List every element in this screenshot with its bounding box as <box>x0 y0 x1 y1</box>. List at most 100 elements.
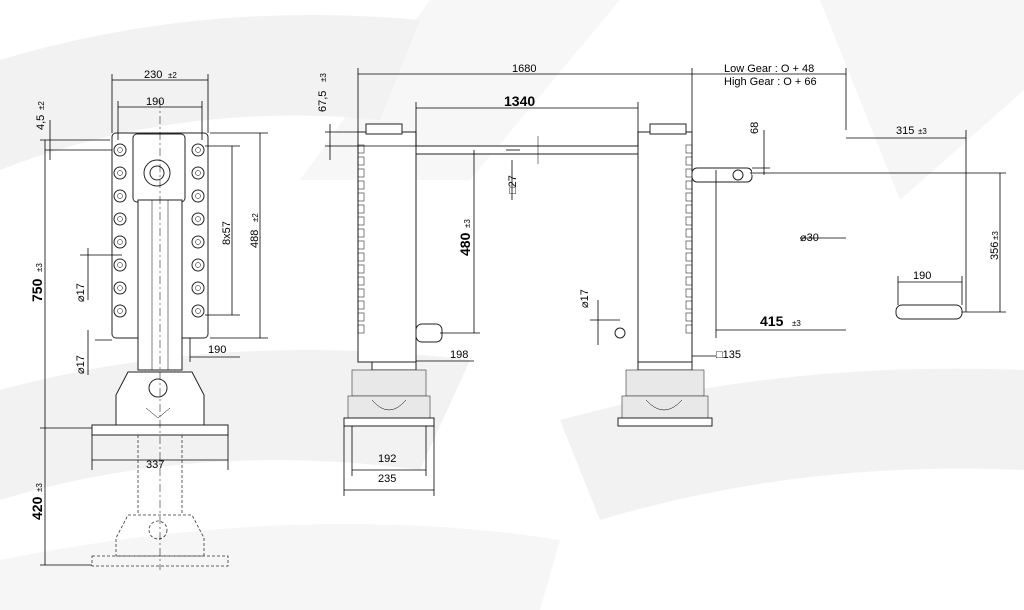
rack-tooth <box>357 228 365 238</box>
rack-tooth <box>357 192 365 202</box>
rack-tooth <box>685 180 693 190</box>
bolt-hole <box>191 304 205 318</box>
rack-tooth <box>357 144 365 154</box>
left-leg <box>357 131 417 363</box>
crank-grip <box>895 304 963 320</box>
rack-tooth <box>357 180 365 190</box>
rack-tooth <box>685 264 693 274</box>
bolt-hole-center <box>117 239 123 245</box>
dim-crank-drop: 356 <box>989 242 1001 260</box>
rack-tooth <box>357 324 365 334</box>
rack-tooth <box>357 204 365 214</box>
dim-hole-diameter-1: ⌀17 <box>75 283 87 302</box>
rack-tooth <box>357 312 365 322</box>
dim-leg-spacing: 1340 <box>504 93 535 109</box>
bolt-hole-center <box>195 308 201 314</box>
bolt-hole-center <box>117 285 123 291</box>
dim-total-length: 1680 <box>512 63 536 75</box>
dim-shaft-square: □27 <box>507 175 519 194</box>
dim-overall-height: 750 <box>29 278 45 302</box>
dim-crank-offset: 68 <box>749 122 761 134</box>
bolt-hole-center <box>195 262 201 268</box>
rack-tooth <box>357 276 365 286</box>
rack-tooth <box>357 156 365 166</box>
bolt-hole <box>113 189 127 203</box>
dim-hole-diameter-2: ⌀17 <box>75 355 87 374</box>
rack-tooth <box>685 228 693 238</box>
bolt-hole-center <box>117 216 123 222</box>
bolt-hole <box>113 143 127 157</box>
dim-top-offset-tol: ±2 <box>37 101 46 110</box>
bolt-hole-center <box>195 239 201 245</box>
dim-bolt-spacing: 190 <box>146 96 164 108</box>
dim-cap-offset: 67,5 <box>317 91 329 112</box>
bolt-hole <box>191 258 205 272</box>
rack-tooth <box>357 288 365 298</box>
cross-shaft <box>415 145 639 155</box>
rack-tooth <box>685 204 693 214</box>
left-leg-teeth <box>357 144 365 334</box>
dim-cap-offset-tol: ±3 <box>319 73 328 82</box>
bolt-hole <box>191 281 205 295</box>
right-leg-foot <box>621 395 709 419</box>
bolt-hole <box>191 143 205 157</box>
dim-crank-drop-tol: ±3 <box>991 231 1000 240</box>
rack-tooth <box>685 252 693 262</box>
dim-plate-height-tol: ±2 <box>251 213 260 222</box>
bolt-hole-center <box>195 170 201 176</box>
rack-tooth <box>357 252 365 262</box>
dim-pin-height-tol: ±3 <box>463 219 472 228</box>
rack-tooth <box>685 192 693 202</box>
rack-tooth <box>685 312 693 322</box>
dim-crank-reach: 315 <box>896 125 914 137</box>
dim-pin-offset: 198 <box>450 349 468 361</box>
dim-crank-length-tol: ±3 <box>792 319 801 328</box>
rack-tooth <box>357 300 365 310</box>
bolt-hole <box>191 166 205 180</box>
bolt-hole <box>113 258 127 272</box>
rack-tooth <box>685 216 693 226</box>
bolt-hole <box>113 281 127 295</box>
side-view: 1680 1340 67,5 ±3 Low Gear : O + 48 High… <box>317 63 1006 496</box>
rack-tooth <box>685 276 693 286</box>
right-leg-cap <box>649 123 687 135</box>
dim-crank-diameter: ⌀30 <box>800 232 819 244</box>
dim-foot-inner: 192 <box>378 453 396 465</box>
bolt-hole <box>191 212 205 226</box>
bolt-hole <box>191 235 205 249</box>
dim-plate-width: 230 <box>144 69 162 81</box>
bolt-hole-center <box>117 262 123 268</box>
side-dim-lines <box>325 68 1006 496</box>
rack-tooth <box>685 156 693 166</box>
bolt-hole-center <box>195 285 201 291</box>
dim-overall-height-tol: ±3 <box>35 263 44 272</box>
dim-tube-square: □135 <box>716 349 741 361</box>
dim-crank-length: 415 <box>760 313 784 329</box>
crank-handle <box>691 167 963 320</box>
gear-low: Low Gear : O + 48 <box>724 63 814 75</box>
bolt-hole <box>191 189 205 203</box>
dim-top-offset: 4,5 <box>35 115 47 130</box>
bolt-hole-center <box>117 147 123 153</box>
dim-pin-hole: ⌀17 <box>579 289 591 308</box>
right-leg-foot-upper <box>625 369 705 397</box>
bolt-hole <box>113 212 127 226</box>
bolt-hole-center <box>117 308 123 314</box>
bolt-hole-center <box>117 193 123 199</box>
rack-tooth <box>685 288 693 298</box>
bolt-holes-left <box>113 143 127 318</box>
rack-tooth <box>685 144 693 154</box>
bolt-hole-center <box>195 147 201 153</box>
dim-plate-height: 488 <box>249 230 261 248</box>
rack-tooth <box>357 216 365 226</box>
dim-side-offset: 190 <box>208 344 226 356</box>
dim-foot-width: 337 <box>146 459 164 471</box>
bolt-hole-center <box>195 193 201 199</box>
dim-stroke: 420 <box>29 496 45 520</box>
dim-stroke-tol: ±3 <box>35 483 44 492</box>
bolt-holes-right <box>191 143 205 318</box>
rack-tooth <box>685 240 693 250</box>
dim-plate-width-tol: ±2 <box>168 71 177 80</box>
front-view: 230 ±2 190 8x57 488 ±2 750 ±3 420 ±3 4,5… <box>29 69 268 570</box>
